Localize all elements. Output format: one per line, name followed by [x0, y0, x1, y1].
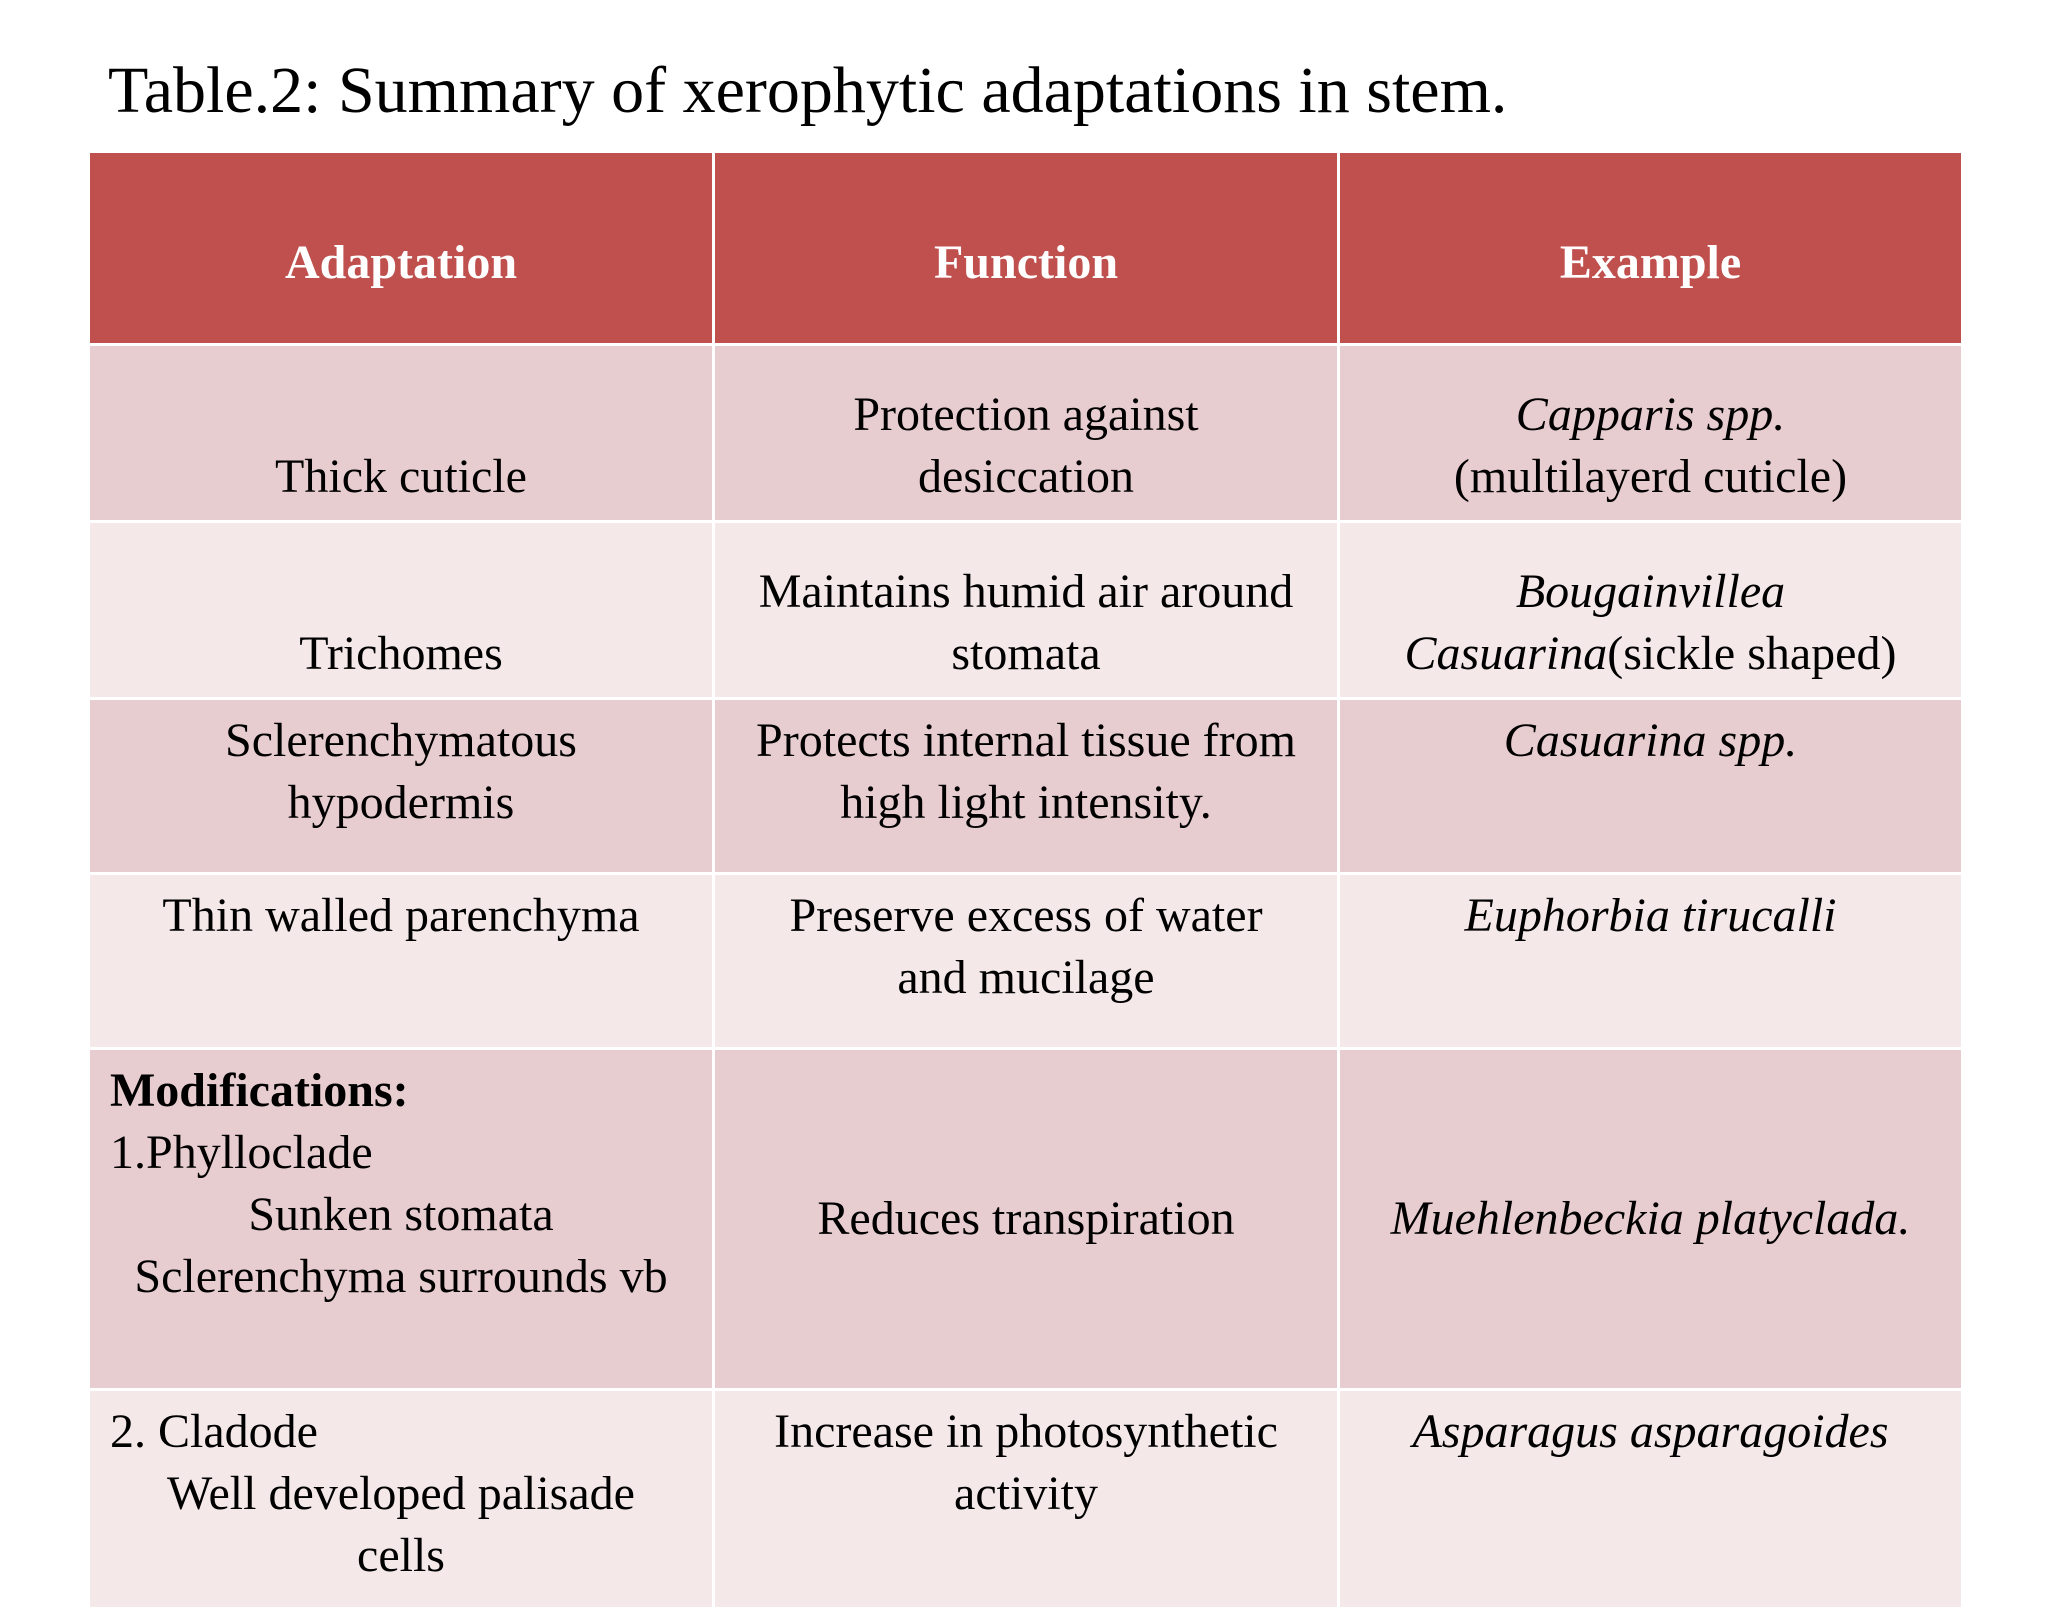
cell-adaptation: Thick cuticle [87, 343, 715, 523]
cell-text: activity [954, 1467, 1098, 1520]
cell-text: 2. Cladode [110, 1405, 318, 1458]
cell-text: Casuarina [1404, 627, 1608, 680]
cell-text: hypodermis [287, 776, 515, 829]
cell-example: Capparis spp. (multilayerd cuticle) [1337, 343, 1964, 523]
cell-text: Preserve excess of water [789, 889, 1263, 942]
cell-text: Protection against [853, 388, 1199, 441]
cell-adaptation: Sclerenchymatous hypodermis [87, 697, 715, 875]
cell-text: Bougainvillea [1515, 565, 1786, 618]
cell-text: Euphorbia tirucalli [1464, 889, 1837, 942]
cell-text: Sclerenchymatous [225, 714, 577, 767]
cell-text: Well developed palisade [167, 1467, 635, 1520]
cell-function: Reduces transpiration [712, 1047, 1340, 1391]
cell-text: high light intensity. [840, 776, 1212, 829]
cell-example: Casuarina spp. [1337, 697, 1964, 875]
cell-text: (sickle shaped) [1607, 627, 1897, 680]
cell-adaptation: Thin walled parenchyma [87, 872, 715, 1050]
cell-adaptation: Trichomes [87, 520, 715, 700]
cell-text: cells [357, 1529, 445, 1582]
table-row: Thin walled parenchyma Preserve excess o… [87, 872, 1964, 1050]
column-header-example: Example [1337, 150, 1964, 346]
cell-text: Sunken stomata [248, 1188, 554, 1241]
cell-text: desiccation [918, 450, 1134, 503]
cell-text: Capparis spp. [1515, 388, 1786, 441]
cell-function: Increase in photosynthetic activity [712, 1388, 1340, 1610]
cell-text: Casuarina spp. [1503, 714, 1798, 767]
cell-example: Bougainvillea Casuarina(sickle shaped) [1337, 520, 1964, 700]
table-row: Thick cuticle Protection against desicca… [87, 343, 1964, 523]
cell-adaptation: 2. Cladode Well developed palisade cells [87, 1388, 715, 1610]
cell-text: Maintains humid air around [758, 565, 1294, 618]
table-row: Modifications: 1.Phylloclade Sunken stom… [87, 1047, 1964, 1391]
table-row: Trichomes Maintains humid air around sto… [87, 520, 1964, 700]
cell-text: Thick cuticle [275, 450, 527, 503]
cell-text: and mucilage [897, 951, 1155, 1004]
cell-example: Muehlenbeckia platyclada. [1337, 1047, 1964, 1391]
cell-text: Asparagus asparagoides [1412, 1405, 1889, 1458]
cell-text: Increase in photosynthetic [774, 1405, 1278, 1458]
table-row: 2. Cladode Well developed palisade cells… [87, 1388, 1964, 1610]
cell-text: Reduces transpiration [817, 1192, 1235, 1245]
cell-text: (multilayerd cuticle) [1453, 450, 1848, 503]
cell-text: Trichomes [299, 627, 503, 680]
cell-text: Muehlenbeckia platyclada. [1390, 1192, 1911, 1245]
column-header-adaptation: Adaptation [87, 150, 715, 346]
cell-heading: Modifications: [110, 1064, 409, 1117]
cell-text: 1.Phylloclade [110, 1126, 373, 1179]
cell-function: Maintains humid air around stomata [712, 520, 1340, 700]
cell-adaptation: Modifications: 1.Phylloclade Sunken stom… [87, 1047, 715, 1391]
page-title: Table.2: Summary of xerophytic adaptatio… [108, 54, 1508, 127]
cell-function: Protection against desiccation [712, 343, 1340, 523]
cell-example: Asparagus asparagoides [1337, 1388, 1964, 1610]
table-row: Sclerenchymatous hypodermis Protects int… [87, 697, 1964, 875]
cell-text: Sclerenchyma surrounds vb [134, 1250, 668, 1303]
cell-text: Protects internal tissue from [756, 714, 1296, 767]
table-header-row: Adaptation Function Example [87, 150, 1964, 346]
cell-text: Thin walled parenchyma [162, 889, 640, 942]
cell-example: Euphorbia tirucalli [1337, 872, 1964, 1050]
cell-text: stomata [951, 627, 1101, 680]
cell-function: Preserve excess of water and mucilage [712, 872, 1340, 1050]
cell-function: Protects internal tissue from high light… [712, 697, 1340, 875]
adaptations-table: Adaptation Function Example Thick cuticl… [87, 150, 1964, 1610]
cell-text-combined: Casuarina(sickle shaped) [1360, 623, 1941, 685]
column-header-function: Function [712, 150, 1340, 346]
